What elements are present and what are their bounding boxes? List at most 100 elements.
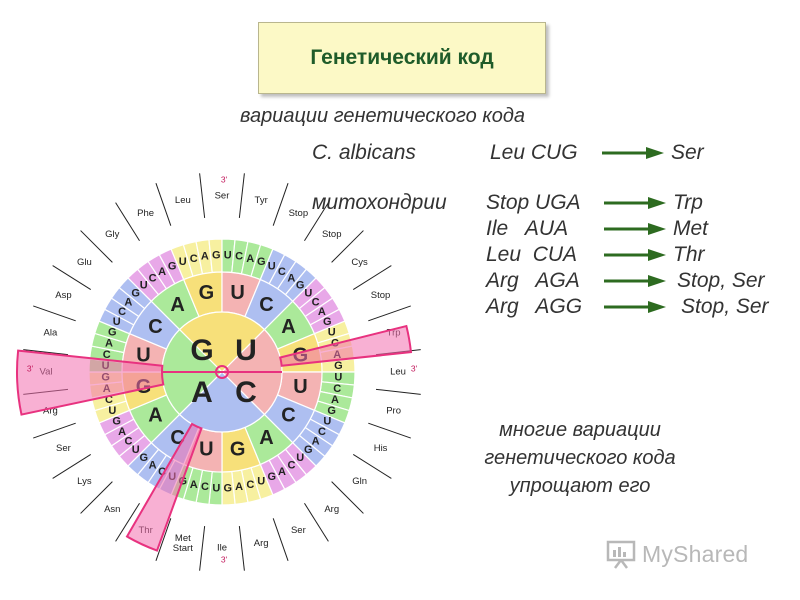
prime-label: 3' (411, 363, 418, 373)
center-dot (215, 365, 229, 379)
third-base-label: C (312, 296, 320, 308)
spoke-line (331, 481, 364, 514)
spoke-line (272, 518, 289, 561)
result-label-3: Thr (673, 243, 705, 266)
third-base-label: C (333, 383, 341, 395)
second-base-label: U (136, 345, 150, 367)
third-base-label: C (103, 349, 111, 361)
spoke-line (80, 230, 113, 263)
third-base-label: G (108, 327, 117, 339)
prime-label: 3' (221, 554, 228, 564)
amino-acid-label: Phe (137, 208, 154, 219)
third-base-label: C (318, 426, 326, 438)
arrow-icon (604, 301, 666, 313)
third-base-label: A (331, 394, 339, 406)
amino-acid-label: Arg (254, 538, 269, 549)
third-base-label: U (212, 482, 220, 494)
spoke-line (375, 388, 421, 395)
third-base-label: A (190, 479, 198, 491)
spoke-line (155, 183, 172, 226)
third-base-label: C (235, 251, 243, 263)
spoke-line (238, 173, 245, 219)
third-base-label: A (278, 466, 286, 478)
codon-label-3: Leu CUA (486, 243, 578, 266)
spoke-line (238, 525, 245, 571)
organism-c-albicans: C. albicans (312, 141, 416, 164)
third-base-label: U (328, 327, 336, 339)
third-base-label: A (235, 481, 243, 493)
second-base-label: A (281, 316, 295, 338)
variations-subtitle: вариации генетического кода (240, 105, 526, 127)
third-base-label: C (118, 306, 126, 318)
amino-acid-label: Asp (55, 290, 71, 301)
result-label-4: Stop, Ser (677, 269, 765, 292)
note-line: многие вариации (499, 419, 661, 441)
spoke-line (33, 305, 76, 322)
third-base-label: U (179, 256, 187, 268)
third-base-label: C (201, 481, 209, 493)
third-base-label: G (223, 482, 232, 494)
third-base-label: G (257, 256, 266, 268)
third-base-label: U (323, 416, 331, 428)
arrow-icon (604, 197, 666, 209)
spoke-line (115, 202, 140, 242)
second-base-label: G (199, 282, 215, 304)
third-base-label: A (118, 426, 126, 438)
spoke-line (272, 183, 289, 226)
amino-acid-label: Ala (44, 327, 58, 338)
spoke-line (199, 525, 206, 571)
amino-acid-label: Ile (217, 543, 227, 554)
note-text: многие вариации генетического кода упрощ… (455, 416, 705, 500)
presentation-icon (606, 540, 636, 569)
third-base-label: G (131, 288, 140, 300)
spoke-line (23, 349, 69, 356)
amino-acid-label: Arg (43, 406, 58, 417)
arrow-icon (604, 275, 666, 287)
amino-acid-label: Ser (56, 443, 71, 454)
codon-label-2: Ile AUA (486, 217, 569, 240)
logo-text: MyShared (642, 540, 749, 567)
third-base-label: U (224, 250, 232, 262)
arrow-icon (604, 249, 666, 261)
spoke-line (304, 502, 329, 542)
second-base-label: C (281, 405, 295, 427)
third-base-label: G (168, 261, 177, 273)
third-base-label: A (105, 338, 113, 350)
amino-acid-label: Cys (351, 257, 368, 268)
third-base-label: A (312, 435, 320, 447)
amino-acid-label: Stop (371, 290, 391, 301)
highlight-wedge (16, 349, 165, 416)
codon-label-4: Arg AGA (486, 269, 580, 292)
amino-acid-label: His (374, 443, 388, 454)
second-base-label: U (230, 282, 244, 304)
spoke-line (52, 265, 92, 290)
organism-mitochondria: митохондрии (312, 191, 447, 214)
result-label-0: Ser (671, 141, 704, 164)
spoke-line (352, 454, 392, 479)
amino-acid-label: Arg (324, 504, 339, 515)
codon-label-1: Stop UGA (486, 191, 581, 214)
third-base-label: A (287, 272, 295, 284)
first-base-quadrant (178, 311, 266, 373)
amino-acid-label: Gly (105, 229, 120, 240)
second-base-label: U (293, 376, 307, 398)
amino-acid-label: Ser (215, 191, 230, 202)
spoke-line (199, 173, 206, 219)
amino-acid-label: Glu (77, 257, 92, 268)
prime-label: 3' (221, 174, 228, 184)
second-base-label: A (170, 294, 184, 316)
amino-acid-label: Stop (289, 208, 309, 219)
spoke-line (368, 422, 411, 439)
third-base-label: G (323, 316, 332, 328)
third-base-label: C (278, 266, 286, 278)
spoke-line (155, 518, 172, 561)
third-base-label: U (304, 288, 312, 300)
first-base-label: A (191, 376, 213, 409)
amino-acid-label: Ser (291, 525, 306, 536)
third-base-label: U (268, 261, 276, 273)
third-base-label: G (268, 471, 277, 483)
result-label-5: Stop, Ser (681, 295, 769, 318)
spoke-line (33, 422, 76, 439)
second-base-label: G (230, 439, 246, 461)
second-base-label: U (199, 439, 213, 461)
